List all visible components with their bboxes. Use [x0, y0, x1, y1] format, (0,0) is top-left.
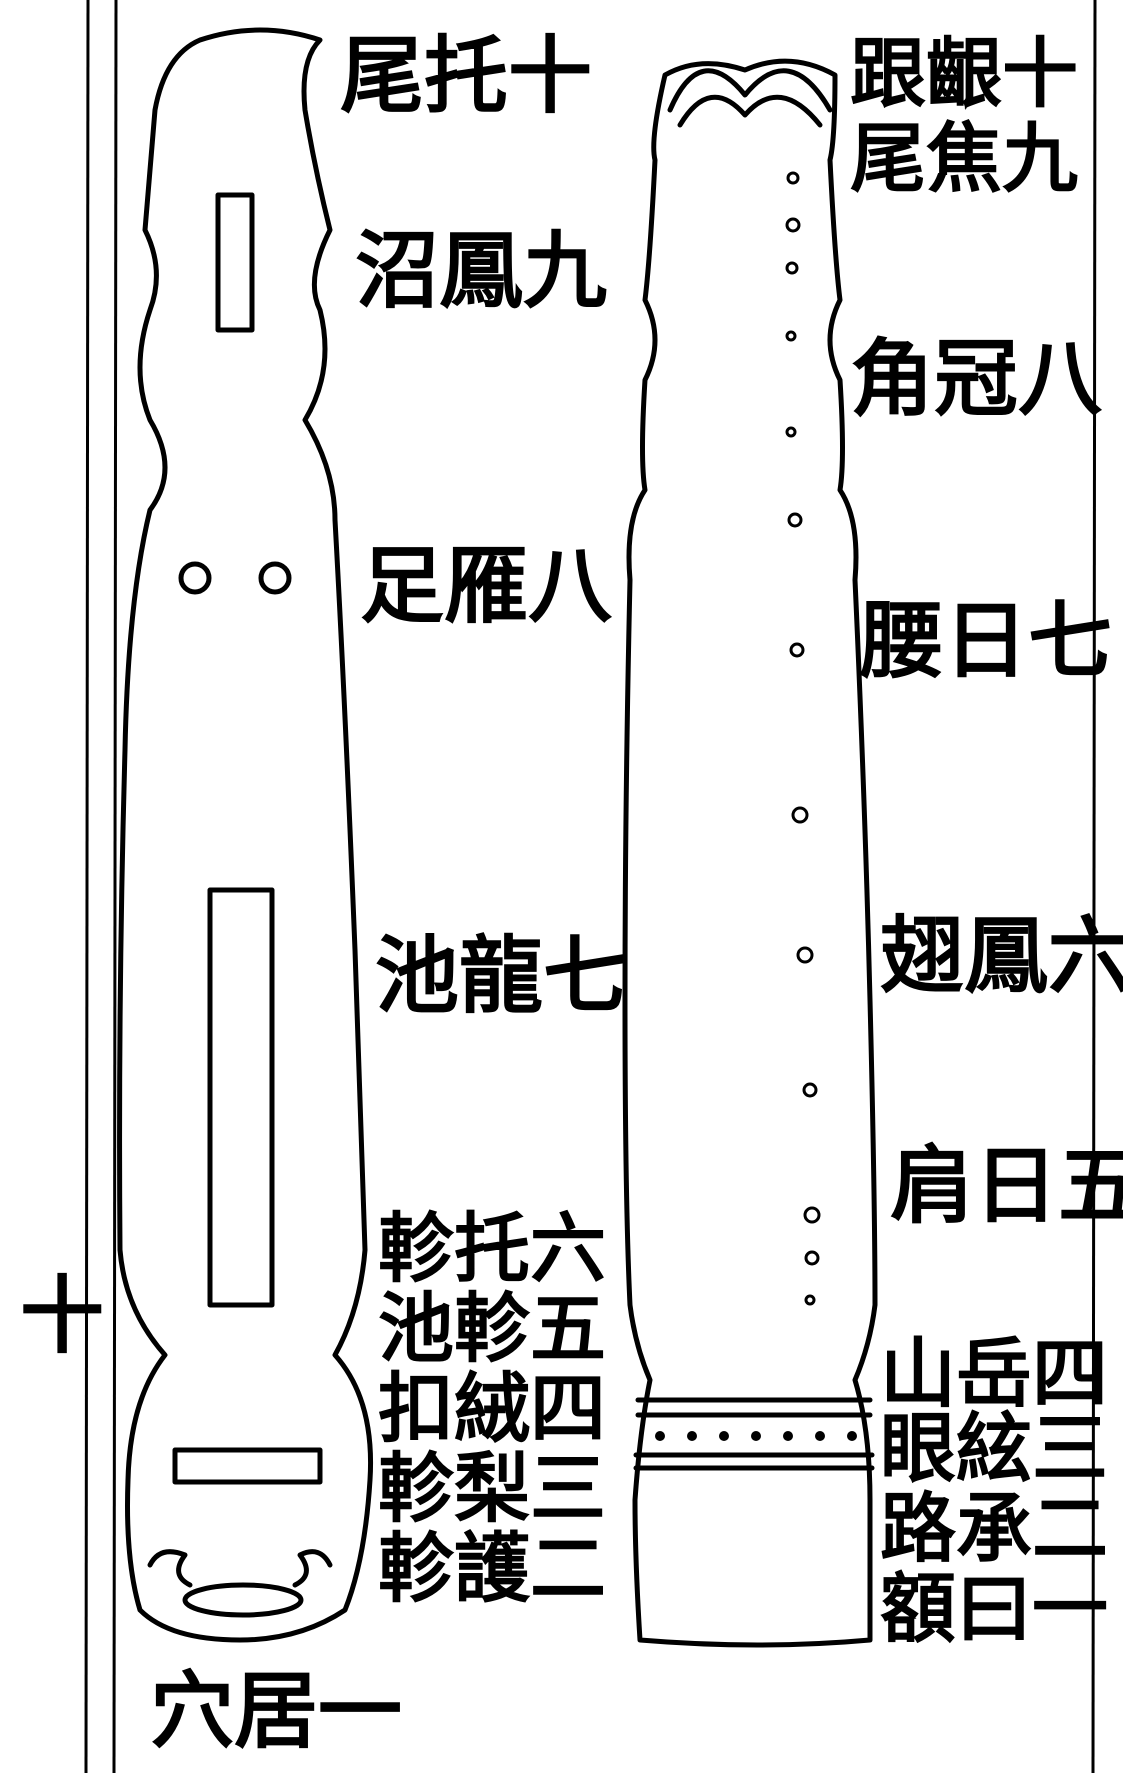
front-view-outline	[622, 58, 878, 1648]
hui-markers	[785, 171, 821, 1306]
label-xue-ju: 穴居一	[150, 1661, 402, 1760]
label-kou-rong: 扣絨四	[378, 1364, 606, 1453]
label-feng-chi: 翅鳳六	[880, 906, 1123, 1005]
label-yan-zu: 足雁八	[360, 536, 613, 635]
label-wei-tuo: 尾托十	[340, 26, 592, 125]
label-jian: 肩日五	[890, 1136, 1123, 1235]
label-cheng-lu: 路承二	[880, 1484, 1108, 1573]
xue-ju-opening	[182, 1582, 304, 1618]
label-yue-shan: 山岳四	[880, 1329, 1108, 1418]
label-gen-yin: 跟齦十	[850, 29, 1078, 118]
label-zhen-li: 軫梨三	[378, 1444, 606, 1533]
kou-rong-bar	[172, 1447, 323, 1485]
long-yin-curls	[667, 68, 833, 128]
front-view-labels: 跟齦十 尾焦九 角冠八 腰日七 翅鳳六 肩日五 山岳四 眼絃三 路承二 額曰一	[850, 29, 1123, 1653]
label-feng-zhao: 沼鳳九	[355, 221, 607, 320]
zhen-hu-left	[147, 1549, 193, 1588]
label-xian-yan: 眼絃三	[880, 1404, 1108, 1493]
string-eye-dots	[655, 1431, 857, 1441]
margin-mark: 十	[20, 1266, 104, 1365]
long-chi-opening	[207, 887, 275, 1308]
label-wei-jiao: 尾焦九	[850, 114, 1078, 203]
label-zhen-tuo: 軫托六	[378, 1204, 606, 1293]
yan-zu-left	[178, 561, 212, 595]
yue-shan-band	[633, 1397, 875, 1471]
label-long-chi: 池龍七	[375, 926, 627, 1025]
label-guan-jiao: 角冠八	[850, 329, 1103, 428]
yan-zu-right	[258, 561, 292, 595]
qin-front-view	[622, 58, 878, 1648]
label-yao: 腰日七	[860, 591, 1112, 690]
label-e: 額曰一	[880, 1564, 1108, 1653]
back-view-outline	[117, 27, 374, 1643]
zhen-hu-right	[292, 1549, 333, 1588]
label-zhen-hu: 軫護二	[378, 1524, 606, 1613]
label-zhen-chi: 池軫五	[378, 1284, 606, 1373]
feng-zhao-opening	[215, 192, 255, 333]
page-border	[84, 0, 1097, 1773]
back-view-labels: 尾托十 沼鳳九 足雁八 池龍七 軫托六 池軫五 扣絨四 軫梨三 軫護二 穴居一	[150, 26, 627, 1760]
qin-back-view	[117, 27, 374, 1643]
